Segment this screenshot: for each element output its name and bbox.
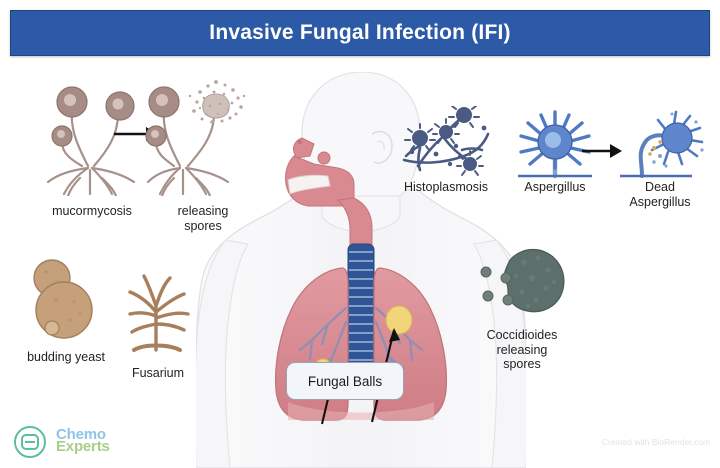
spore-cloud bbox=[188, 80, 246, 124]
fungal-balls-label: Fungal Balls bbox=[307, 373, 383, 389]
histoplasmosis-hyphae-icon bbox=[402, 106, 490, 176]
arrow-head-right bbox=[389, 328, 400, 342]
logo-line1: Chemo bbox=[56, 426, 106, 443]
fungal-balls-callout: Fungal Balls bbox=[286, 362, 404, 400]
sporangium-bursting-icon bbox=[145, 80, 246, 196]
aspergillus-label: Aspergillus bbox=[524, 180, 586, 194]
fusarium-label: Fusarium bbox=[131, 366, 185, 380]
biorender-credit: Created with BioRender.com bbox=[601, 437, 710, 447]
spore-1 bbox=[404, 123, 436, 151]
dead-aspergillus-icon bbox=[620, 110, 704, 178]
spore-3 bbox=[432, 118, 460, 144]
releasing-spores-label: releasing spores bbox=[177, 204, 229, 233]
mucormycosis-fungus-icon bbox=[46, 86, 136, 196]
coccidioides-label: Coccidioides releasing spores bbox=[486, 328, 558, 371]
aspergillus-conidiophore-icon bbox=[518, 110, 592, 179]
mucormycosis-label: mucormycosis bbox=[52, 204, 132, 218]
spore-4 bbox=[456, 150, 484, 176]
trachea-icon bbox=[347, 243, 375, 371]
budding-yeast-icon bbox=[33, 259, 93, 339]
dead-aspergillus-label: Dead Aspergillus bbox=[629, 180, 691, 209]
chemoexperts-logo-icon bbox=[14, 426, 46, 458]
fusarium-icon bbox=[128, 274, 190, 352]
coccidioides-spherule-icon bbox=[480, 248, 565, 313]
nasal-pharyngeal-airway-icon bbox=[285, 137, 373, 249]
page-title-bar: Invasive Fungal Infection (IFI) bbox=[10, 10, 710, 56]
page-title: Invasive Fungal Infection (IFI) bbox=[209, 21, 511, 44]
arrow-right-icon bbox=[582, 144, 622, 158]
released-spores bbox=[480, 266, 514, 306]
budding-yeast-label: budding yeast bbox=[27, 350, 105, 364]
spore-2 bbox=[448, 106, 480, 128]
logo-line2: Experts bbox=[56, 438, 110, 455]
histoplasmosis-label: Histoplasmosis bbox=[403, 180, 489, 194]
chemoexperts-logo[interactable]: Chemo Experts bbox=[12, 424, 152, 460]
